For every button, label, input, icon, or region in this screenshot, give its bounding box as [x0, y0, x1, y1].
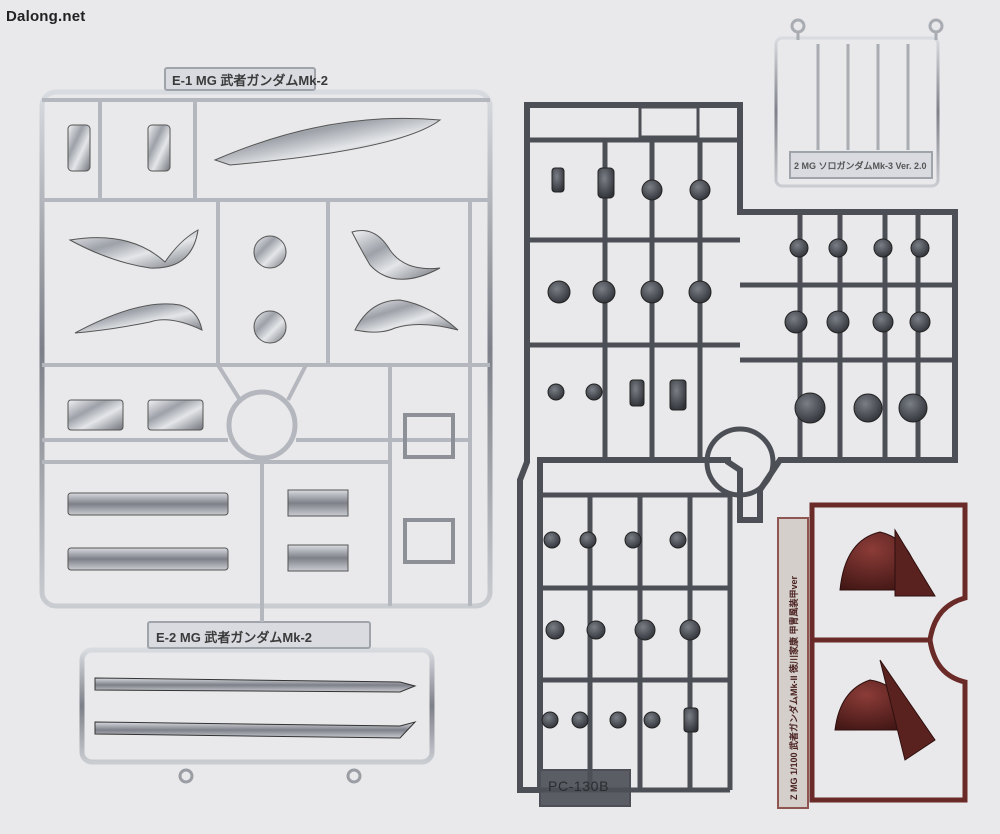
runner-e1 — [39, 67, 493, 609]
runner-z-label: Z — [789, 794, 799, 801]
runner-e1-title: MG 武者ガンダムMk-2 — [195, 73, 329, 88]
runner-e1-label: E-1 — [172, 73, 193, 88]
runner-e2-label: E-2 — [156, 630, 177, 645]
runner-e1-tag: E-1 MG 武者ガンダムMk-2 — [172, 70, 328, 89]
watermark-text: Dalong.net — [6, 8, 86, 25]
runner-e2-title: MG 武者ガンダムMk-2 — [179, 630, 313, 645]
runner-2 — [774, 18, 944, 188]
runner-e2 — [79, 606, 435, 765]
e2-blades — [94, 677, 417, 784]
z-parts — [834, 528, 936, 761]
runner-2-label: 2 — [794, 161, 800, 171]
pc130b-parts — [541, 167, 931, 733]
runner-z-title: MG 1/100 武者ガンダムMk-II 徳川家康 甲冑風装甲ver — [789, 575, 799, 792]
runner-2-title: MG ソロガンダムMk-3 Ver. 2.0 — [801, 161, 927, 171]
runner-z-tag: Z MG 1/100 武者ガンダムMk-II 徳川家康 甲冑風装甲ver — [787, 576, 800, 800]
runner-z — [777, 502, 968, 809]
e1-parts — [67, 117, 459, 572]
runner-pc130b-label: PC-130B — [548, 778, 610, 794]
runner-e2-tag: E-2 MG 武者ガンダムMk-2 — [156, 627, 312, 646]
runner-2-tag: 2 MG ソロガンダムMk-3 Ver. 2.0 — [794, 159, 927, 172]
